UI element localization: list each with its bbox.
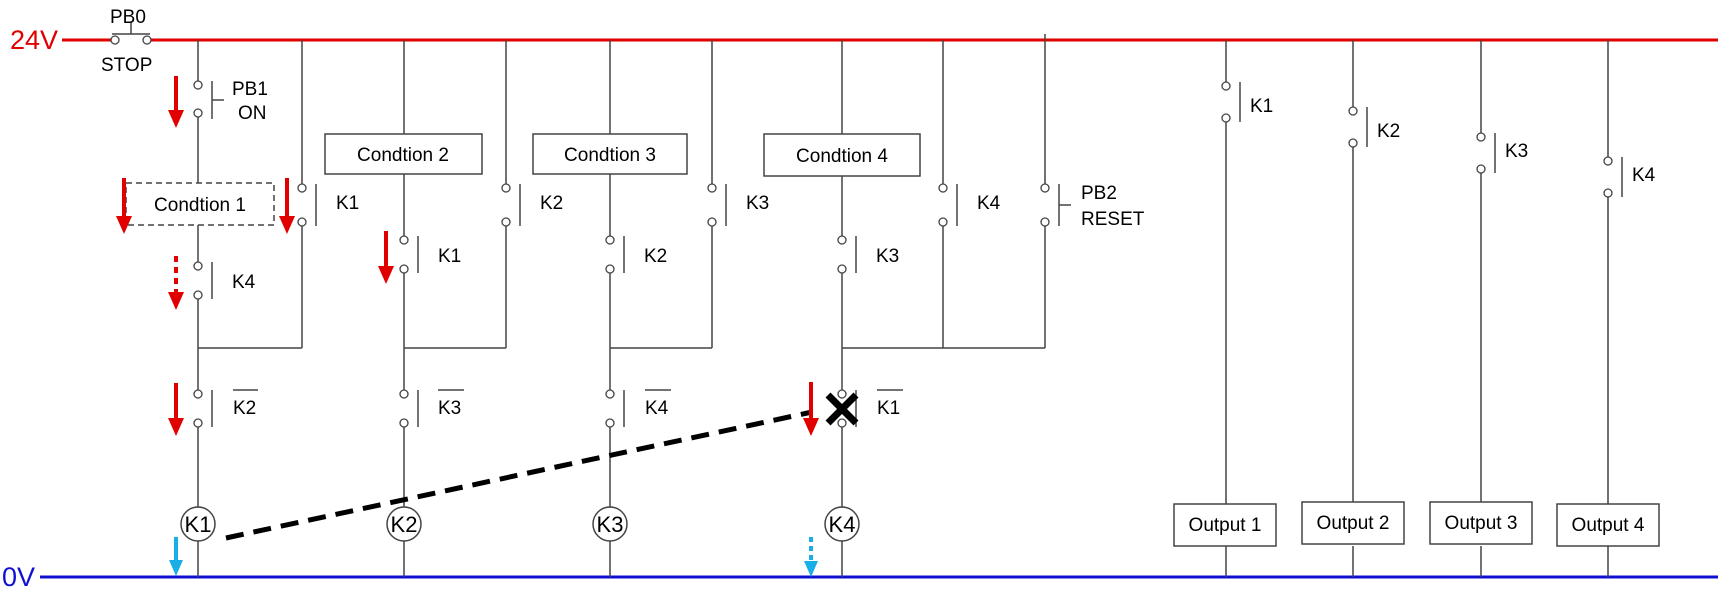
contact-k4-seal xyxy=(938,183,958,227)
pb1-label: PB1 xyxy=(232,79,268,100)
pb0-label: PB0 xyxy=(110,7,146,28)
condition-2-box xyxy=(324,133,483,175)
contact-k4-nc xyxy=(605,389,625,428)
nc-contact-2-label: K3 xyxy=(438,398,461,419)
current-arrow-k4-dashed xyxy=(168,256,184,310)
current-arrow-seal-k1 xyxy=(279,178,295,234)
contact-k3-interlock xyxy=(837,235,857,274)
return-arrow-k4-dashed xyxy=(804,537,818,577)
coil-4-label: K4 xyxy=(829,512,856,537)
cross-mark-icon xyxy=(825,392,859,426)
interlock-contact-1-label: K4 xyxy=(232,272,256,293)
current-arrow-pb1 xyxy=(168,76,184,128)
pb1-on-switch xyxy=(193,80,224,119)
pb2-caption: RESET xyxy=(1081,209,1145,230)
rail-24v-label: 24V xyxy=(10,25,58,55)
contact-k2-interlock xyxy=(605,235,625,274)
output-4-box xyxy=(1556,503,1660,547)
pb2-reset-switch xyxy=(1040,183,1071,227)
seal-contact-3-label: K3 xyxy=(746,193,769,214)
contact-k4-no xyxy=(193,261,213,300)
condition-3-box xyxy=(532,133,688,175)
output-rung-2 xyxy=(1301,40,1405,577)
output-2-box xyxy=(1301,501,1405,545)
output-contact-3-label: K3 xyxy=(1505,141,1528,162)
nc-contact-1-label: K2 xyxy=(233,398,256,419)
interlock-contact-2-label: K1 xyxy=(438,246,461,267)
pb0-stop-switch xyxy=(110,22,152,45)
contact-k2-seal xyxy=(501,183,521,227)
output-1-label: Output 1 xyxy=(1189,515,1262,536)
output-rung-4 xyxy=(1556,40,1660,577)
coil-3-label: K3 xyxy=(597,512,624,537)
seal-contact-4-label: K4 xyxy=(977,193,1001,214)
interlock-contact-3-label: K2 xyxy=(644,246,667,267)
current-arrow-nc-k2 xyxy=(168,383,184,436)
coil-2-label: K2 xyxy=(391,512,418,537)
current-arrow-rung4-nc-k1 xyxy=(803,382,819,436)
output-3-label: Output 3 xyxy=(1445,513,1518,534)
pb0-caption: STOP xyxy=(101,55,152,76)
coil-k2 xyxy=(386,506,422,542)
seal-contact-2-label: K2 xyxy=(540,193,563,214)
nc-contact-4-label: K1 xyxy=(877,398,900,419)
mechanical-link-dashed-line xyxy=(225,409,813,541)
condition-1-box xyxy=(125,182,275,226)
current-arrow-condition-1 xyxy=(116,178,132,234)
pb2-label: PB2 xyxy=(1081,183,1117,204)
condition-3-label: Condtion 3 xyxy=(564,145,656,166)
output-1-box xyxy=(1173,503,1277,547)
interlock-contact-4-label: K3 xyxy=(876,246,899,267)
return-arrow-k1 xyxy=(169,537,183,576)
condition-2-label: Condtion 2 xyxy=(357,145,449,166)
coil-1-label: K1 xyxy=(185,512,212,537)
coil-k1 xyxy=(180,506,216,542)
condition-4-label: Condtion 4 xyxy=(796,146,888,167)
seal-contact-1-label: K1 xyxy=(336,193,359,214)
output-rung-1 xyxy=(1173,40,1277,577)
contact-k3-nc xyxy=(399,389,419,428)
condition-4-box xyxy=(763,133,921,177)
contact-k1-seal xyxy=(297,183,317,227)
output-4-label: Output 4 xyxy=(1572,515,1645,536)
condition-1-label: Condtion 1 xyxy=(154,195,246,216)
output-3-box xyxy=(1429,501,1533,545)
contact-k2-nc xyxy=(193,389,213,428)
contact-k1-nc xyxy=(837,389,857,428)
pb1-caption: ON xyxy=(238,103,267,124)
output-contact-4-label: K4 xyxy=(1632,165,1656,186)
nc-contact-3-label: K4 xyxy=(645,398,669,419)
output-2-label: Output 2 xyxy=(1317,513,1390,534)
output-contact-2-label: K2 xyxy=(1377,121,1400,142)
contact-k1-interlock xyxy=(399,235,419,274)
coil-k4 xyxy=(824,506,860,542)
contact-k3-seal xyxy=(707,183,727,227)
output-rung-3 xyxy=(1429,40,1533,577)
rail-0v-label: 0V xyxy=(2,562,35,592)
current-arrow-rung2-k1 xyxy=(378,231,394,284)
coil-k3 xyxy=(592,506,628,542)
output-contact-1-label: K1 xyxy=(1250,96,1273,117)
